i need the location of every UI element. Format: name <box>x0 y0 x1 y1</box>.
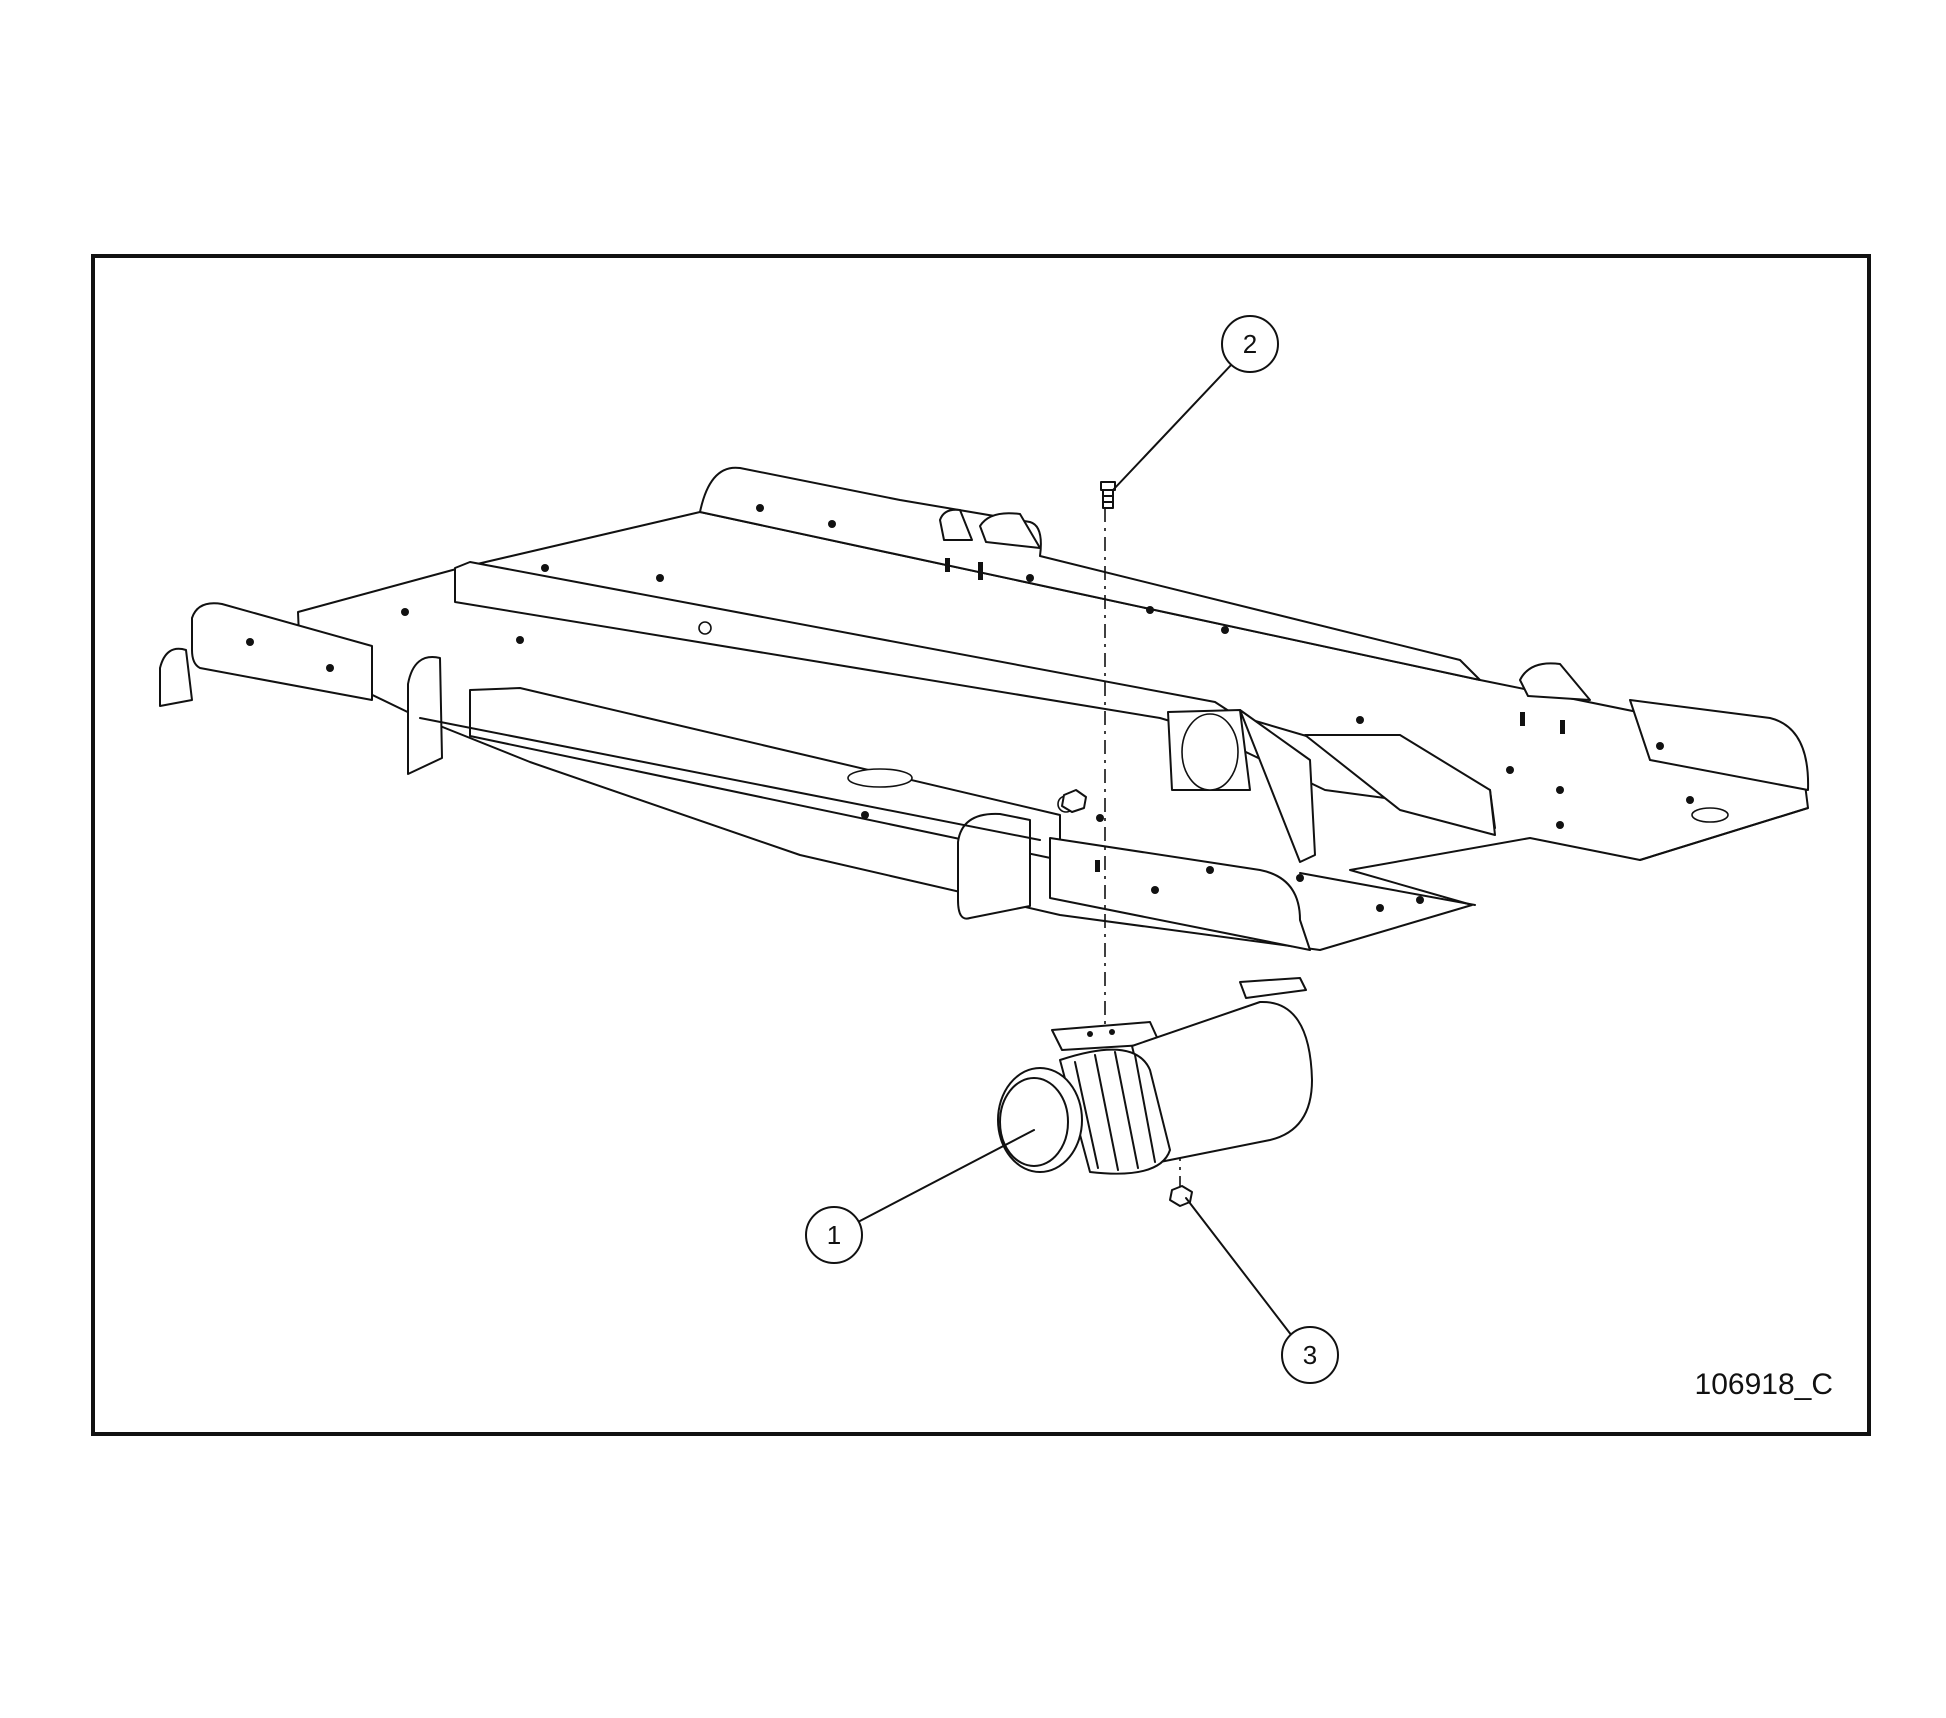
front-left-plate <box>957 812 1031 920</box>
tube-opening <box>1181 713 1239 791</box>
left-mid-plate <box>407 656 443 775</box>
bracket-right-1 <box>1519 662 1591 701</box>
left-rear-flange <box>191 602 373 701</box>
top-rear-flange <box>699 466 1481 681</box>
figure-id-label: 106918_C <box>1695 1368 1833 1401</box>
front-right-flange <box>1629 699 1810 791</box>
connector-socket <box>997 977 1313 1175</box>
callout-2-number: 2 <box>1243 329 1257 359</box>
callout-1-number: 1 <box>827 1220 841 1250</box>
figure-border <box>91 254 1871 1436</box>
screw <box>1100 481 1116 509</box>
gusset-plate <box>1239 709 1316 863</box>
collar-ribs <box>1074 1051 1156 1171</box>
bracket-top-1 <box>939 508 973 541</box>
left-rear-plate <box>159 647 193 707</box>
gusset-brace <box>1304 734 1496 836</box>
callout-2: 2 <box>1112 315 1279 491</box>
callout-3: 3 <box>1185 1197 1339 1384</box>
frame-nut <box>1061 789 1087 813</box>
front-left-rail <box>1049 837 1311 951</box>
callout-1: 1 <box>805 1129 1035 1264</box>
callout-3-number: 3 <box>1303 1340 1317 1370</box>
chassis-frame <box>159 466 1810 951</box>
bracket-top-2 <box>979 512 1041 549</box>
